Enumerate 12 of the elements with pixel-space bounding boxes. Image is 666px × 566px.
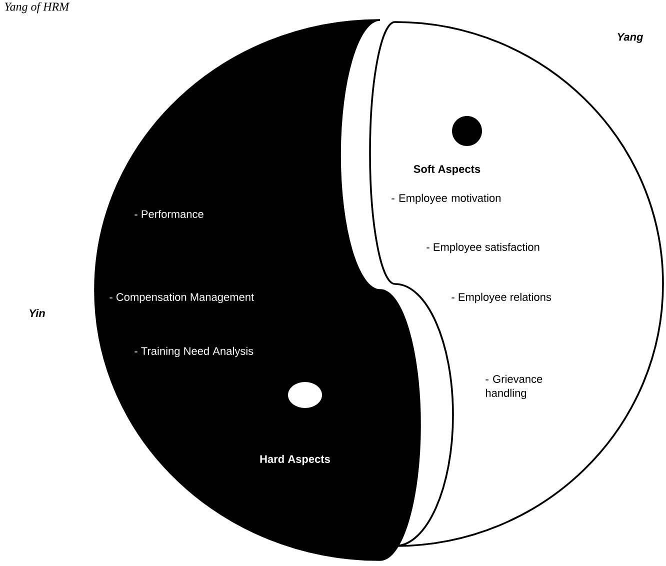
title: Yang of HRM <box>4 2 70 14</box>
list-item: - Compensation Management <box>110 292 254 304</box>
list-item: - Training Need Analysis <box>134 346 254 358</box>
list-item: - Employee satisfaction <box>426 242 540 254</box>
list-item: - Employee motivation <box>392 194 500 204</box>
list-item: - Performance <box>134 210 204 218</box>
list-item: - Employee relations <box>452 292 552 304</box>
heading: Hard Aspects <box>260 454 330 466</box>
heading: Soft Aspects <box>414 164 480 176</box>
list-item: - Grievance handling <box>486 374 542 400</box>
side-label: Yin <box>30 309 45 317</box>
side-label: Yang <box>618 33 644 43</box>
